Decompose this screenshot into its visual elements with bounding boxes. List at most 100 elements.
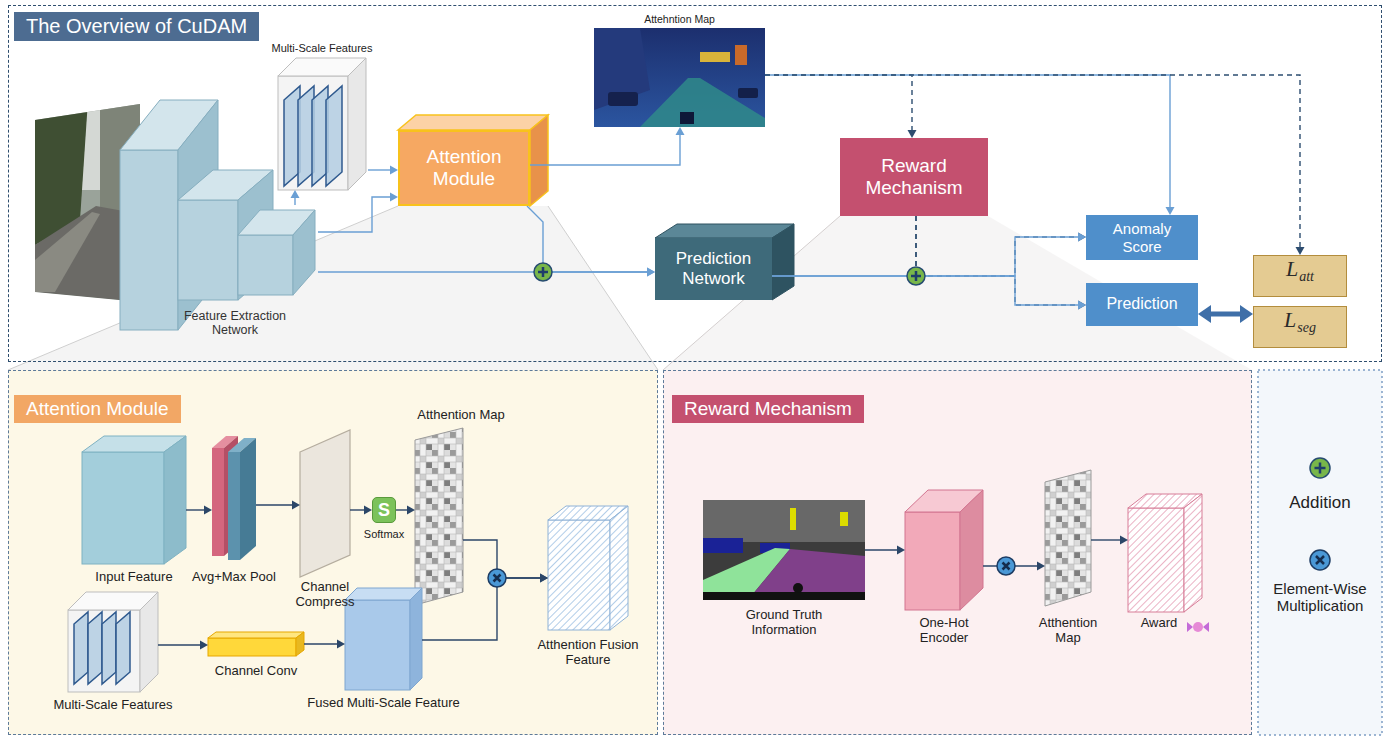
- connector: [186, 506, 212, 515]
- arrowhead: [1078, 233, 1086, 242]
- connector-line: [186, 509, 206, 510]
- connector-line: [865, 549, 899, 550]
- image-highlight: [700, 52, 730, 62]
- node-label: Multi-Scale Features: [53, 698, 172, 713]
- legend-symbol: [1310, 458, 1330, 478]
- node-label: Channel Conv: [215, 664, 297, 679]
- node-label: Multi-Scale Features: [272, 42, 373, 55]
- cube-face: [530, 115, 548, 206]
- connector-line: [916, 216, 1080, 305]
- node-label: Award: [1141, 616, 1178, 631]
- node-label: att: [1299, 269, 1314, 285]
- node-label: Attention Module: [410, 146, 518, 190]
- arrowhead: [676, 127, 685, 135]
- feature-cube: [293, 210, 315, 295]
- conv-bar: [208, 632, 304, 638]
- image-car: [608, 92, 638, 106]
- panel-title: Reward Mechanism: [672, 395, 864, 423]
- attention-map-image: Attehntion Map: [594, 28, 765, 127]
- label-holder: Anomaly Score: [1086, 215, 1198, 260]
- arrowhead: [204, 506, 212, 515]
- stack-frame: [348, 58, 366, 190]
- multiply-symbol: [1003, 563, 1010, 570]
- encoder-cube: [905, 512, 960, 610]
- arrowhead: [291, 190, 300, 198]
- node-label: Ground Truth Information: [719, 608, 849, 638]
- connector: [304, 640, 345, 649]
- image-car: [680, 112, 694, 124]
- feature-cube: [178, 200, 238, 300]
- node-label: One-Hot Encoder: [904, 616, 984, 646]
- arrowhead: [647, 268, 655, 277]
- panel-title: The Overview of CuDAM: [14, 12, 259, 41]
- loss-box: Lseg: [1253, 306, 1347, 348]
- node-label: L: [1284, 307, 1296, 332]
- multiply-symbol: [494, 575, 501, 582]
- hatched-cube: [610, 506, 628, 630]
- feature-slab: [102, 612, 116, 684]
- feature-slab: [326, 86, 342, 186]
- feature-slab: [74, 612, 88, 684]
- stack-frame: [278, 76, 348, 190]
- connector: [772, 233, 1086, 277]
- arrowhead: [897, 546, 905, 555]
- node-label: Avg+Max Pool: [192, 570, 276, 585]
- node-label: Atthention Fusion Feature: [533, 638, 643, 668]
- connector-line: [772, 237, 1080, 276]
- connector-line: [350, 509, 366, 510]
- connector: [350, 506, 372, 515]
- attention-map-grid: Atthention Map: [415, 428, 463, 605]
- prediction-network-block: Prediction Network: [655, 238, 772, 300]
- image-highlight: [735, 45, 747, 65]
- node-label: Softmax: [364, 528, 404, 541]
- attention-module-panel: Attention ModuleInput FeatureAvg+Max Poo…: [8, 370, 658, 735]
- panel-ground: [663, 370, 1252, 735]
- encoder-cube: [960, 490, 983, 610]
- overview-panel: The Overview of CuDAMFeature Extraction …: [8, 5, 1382, 362]
- fused-cube: [345, 600, 410, 690]
- connector-line: [765, 75, 1300, 249]
- label-holder: Attention Module: [400, 132, 528, 204]
- attention-map-grid: Atthention Map: [1045, 470, 1091, 606]
- connector: [1198, 305, 1253, 323]
- arrowhead: [364, 506, 372, 515]
- node-label: Prediction Network: [661, 249, 766, 288]
- connector: [422, 574, 548, 641]
- node-label: L: [1286, 256, 1298, 281]
- channel-conv-bar: Channel Conv: [208, 632, 304, 656]
- connector: [368, 166, 398, 175]
- node-label: Attehntion Map: [644, 13, 715, 25]
- multi-scale-stack: Multi-Scale Features: [68, 592, 158, 692]
- candy-icon: [1203, 622, 1209, 632]
- one-hot-encoder-cube: One-Hot Encoder: [905, 490, 983, 610]
- connector-line: [530, 133, 680, 165]
- node-label: Channel Compress: [280, 580, 370, 610]
- multiply-symbol: [488, 569, 506, 587]
- compress-slab: [300, 430, 350, 577]
- connector: [916, 216, 1086, 310]
- addition-symbol: [534, 263, 552, 281]
- image-building: [594, 28, 650, 110]
- legend-label: Addition: [1262, 493, 1378, 513]
- legend-symbol: [1315, 463, 1326, 474]
- connector-line: [368, 169, 392, 170]
- connector: [916, 216, 1086, 276]
- connector: [765, 75, 1175, 215]
- softmax-box: SSoftmax: [372, 497, 396, 524]
- connector-line: [916, 216, 1080, 276]
- addition-symbol: [907, 267, 925, 285]
- candy-icon: [1193, 622, 1203, 632]
- zoom-fan: [8, 206, 658, 370]
- connector: [772, 276, 1086, 310]
- attention-map-image: [594, 28, 765, 127]
- image-sidewalk: [35, 212, 100, 292]
- node-label: Atthention Map: [417, 408, 504, 423]
- anomaly-score-box: Anomaly Score: [1086, 215, 1198, 260]
- label-holder: S: [373, 498, 395, 523]
- connector-line: [527, 206, 649, 272]
- legend-symbol: [1310, 550, 1330, 570]
- arrowhead: [1037, 562, 1045, 571]
- segment-building: [703, 500, 865, 542]
